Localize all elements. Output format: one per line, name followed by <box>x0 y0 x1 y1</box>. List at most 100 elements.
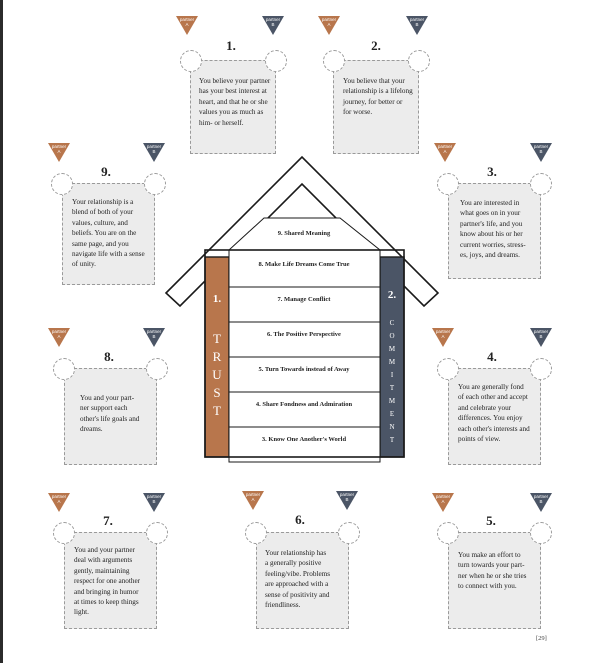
card-number: 9. <box>101 164 111 179</box>
floor-box <box>228 286 381 323</box>
partner-a-marker <box>48 143 70 162</box>
partner-b-marker <box>530 143 552 162</box>
commitment-letter: E <box>390 410 394 418</box>
card-corner-circle <box>146 522 168 544</box>
card-corner-circle <box>338 522 360 544</box>
trust-letters: T R U S T <box>212 331 222 418</box>
commitment-letter: N <box>389 423 394 431</box>
floor-label-4: 4. Share Fondness and Admiration <box>256 401 353 408</box>
card-corner-circle <box>437 173 459 195</box>
floor-label-8: 8. Make Life Dreams Come True <box>259 261 350 268</box>
card-box <box>190 60 276 154</box>
card-box <box>62 183 155 285</box>
card-number: 8. <box>104 349 114 364</box>
card-box <box>64 532 157 629</box>
card-number: 3. <box>487 164 497 179</box>
partner-b-marker <box>262 16 284 35</box>
floor-label-5: 5. Turn Towards instead of Away <box>259 366 351 373</box>
floor-box <box>228 391 381 428</box>
trust-number: 1. <box>213 293 222 305</box>
commitment-letter: I <box>391 371 394 379</box>
commitment-letter: M <box>389 397 396 405</box>
card-box <box>333 60 419 154</box>
card-number: 2. <box>371 38 381 53</box>
commitment-pillar <box>379 256 405 458</box>
floor-box <box>228 356 381 393</box>
trust-letter: T <box>213 403 221 418</box>
card-corner-circle <box>530 522 552 544</box>
card-corner-circle <box>437 522 459 544</box>
card-corner-circle <box>53 358 75 380</box>
commitment-letter: T <box>390 384 395 392</box>
partner-a-marker <box>434 143 456 162</box>
card-corner-circle <box>323 50 345 72</box>
commitment-letter: C <box>390 319 395 327</box>
commitment-letter: M <box>389 345 396 353</box>
partner-b-marker <box>530 493 552 512</box>
card-box <box>64 368 157 465</box>
card-number: 5. <box>486 513 496 528</box>
partner-a-marker <box>242 491 264 510</box>
card-corner-circle <box>144 173 166 195</box>
partner-b-marker <box>143 328 165 347</box>
commitment-letter: O <box>389 332 394 340</box>
floor-label-6: 6. The Positive Perspective <box>267 331 341 338</box>
page-edge-bar <box>0 0 3 663</box>
trust-letter: U <box>212 367 222 382</box>
card-corner-circle <box>146 358 168 380</box>
card-corner-circle <box>53 522 75 544</box>
floor-label-3: 3. Know One Another's World <box>262 436 347 443</box>
partner-b-marker <box>336 491 358 510</box>
partner-a-marker <box>432 493 454 512</box>
card-number: 7. <box>103 513 113 528</box>
card-box <box>448 183 541 279</box>
partner-a-marker <box>176 16 198 35</box>
trust-letter: S <box>213 385 220 400</box>
commitment-letter: T <box>390 436 395 444</box>
trust-letter: R <box>213 349 222 364</box>
house-outline <box>204 249 405 458</box>
card-corner-circle <box>530 173 552 195</box>
partner-a-marker <box>432 328 454 347</box>
commitment-letters: C O M M I T M E N T <box>389 319 396 444</box>
floor-label-9: 9. Shared Meaning <box>278 230 331 237</box>
card-number: 1. <box>226 38 236 53</box>
card-corner-circle <box>180 50 202 72</box>
commitment-letter: M <box>389 358 396 366</box>
card-number: 6. <box>295 512 305 527</box>
floor-label-7: 7. Manage Conflict <box>278 296 332 303</box>
card-box <box>448 368 541 465</box>
floor-box <box>228 249 381 288</box>
partner-b-marker <box>143 493 165 512</box>
trust-letter: T <box>213 331 221 346</box>
house-roof <box>164 155 440 308</box>
card-box <box>448 532 541 629</box>
partner-a-marker <box>318 16 340 35</box>
floor-box <box>228 426 381 463</box>
partner-a-marker <box>48 328 70 347</box>
partner-b-marker <box>406 16 428 35</box>
page-number: [29] <box>536 635 547 642</box>
card-corner-circle <box>245 522 267 544</box>
